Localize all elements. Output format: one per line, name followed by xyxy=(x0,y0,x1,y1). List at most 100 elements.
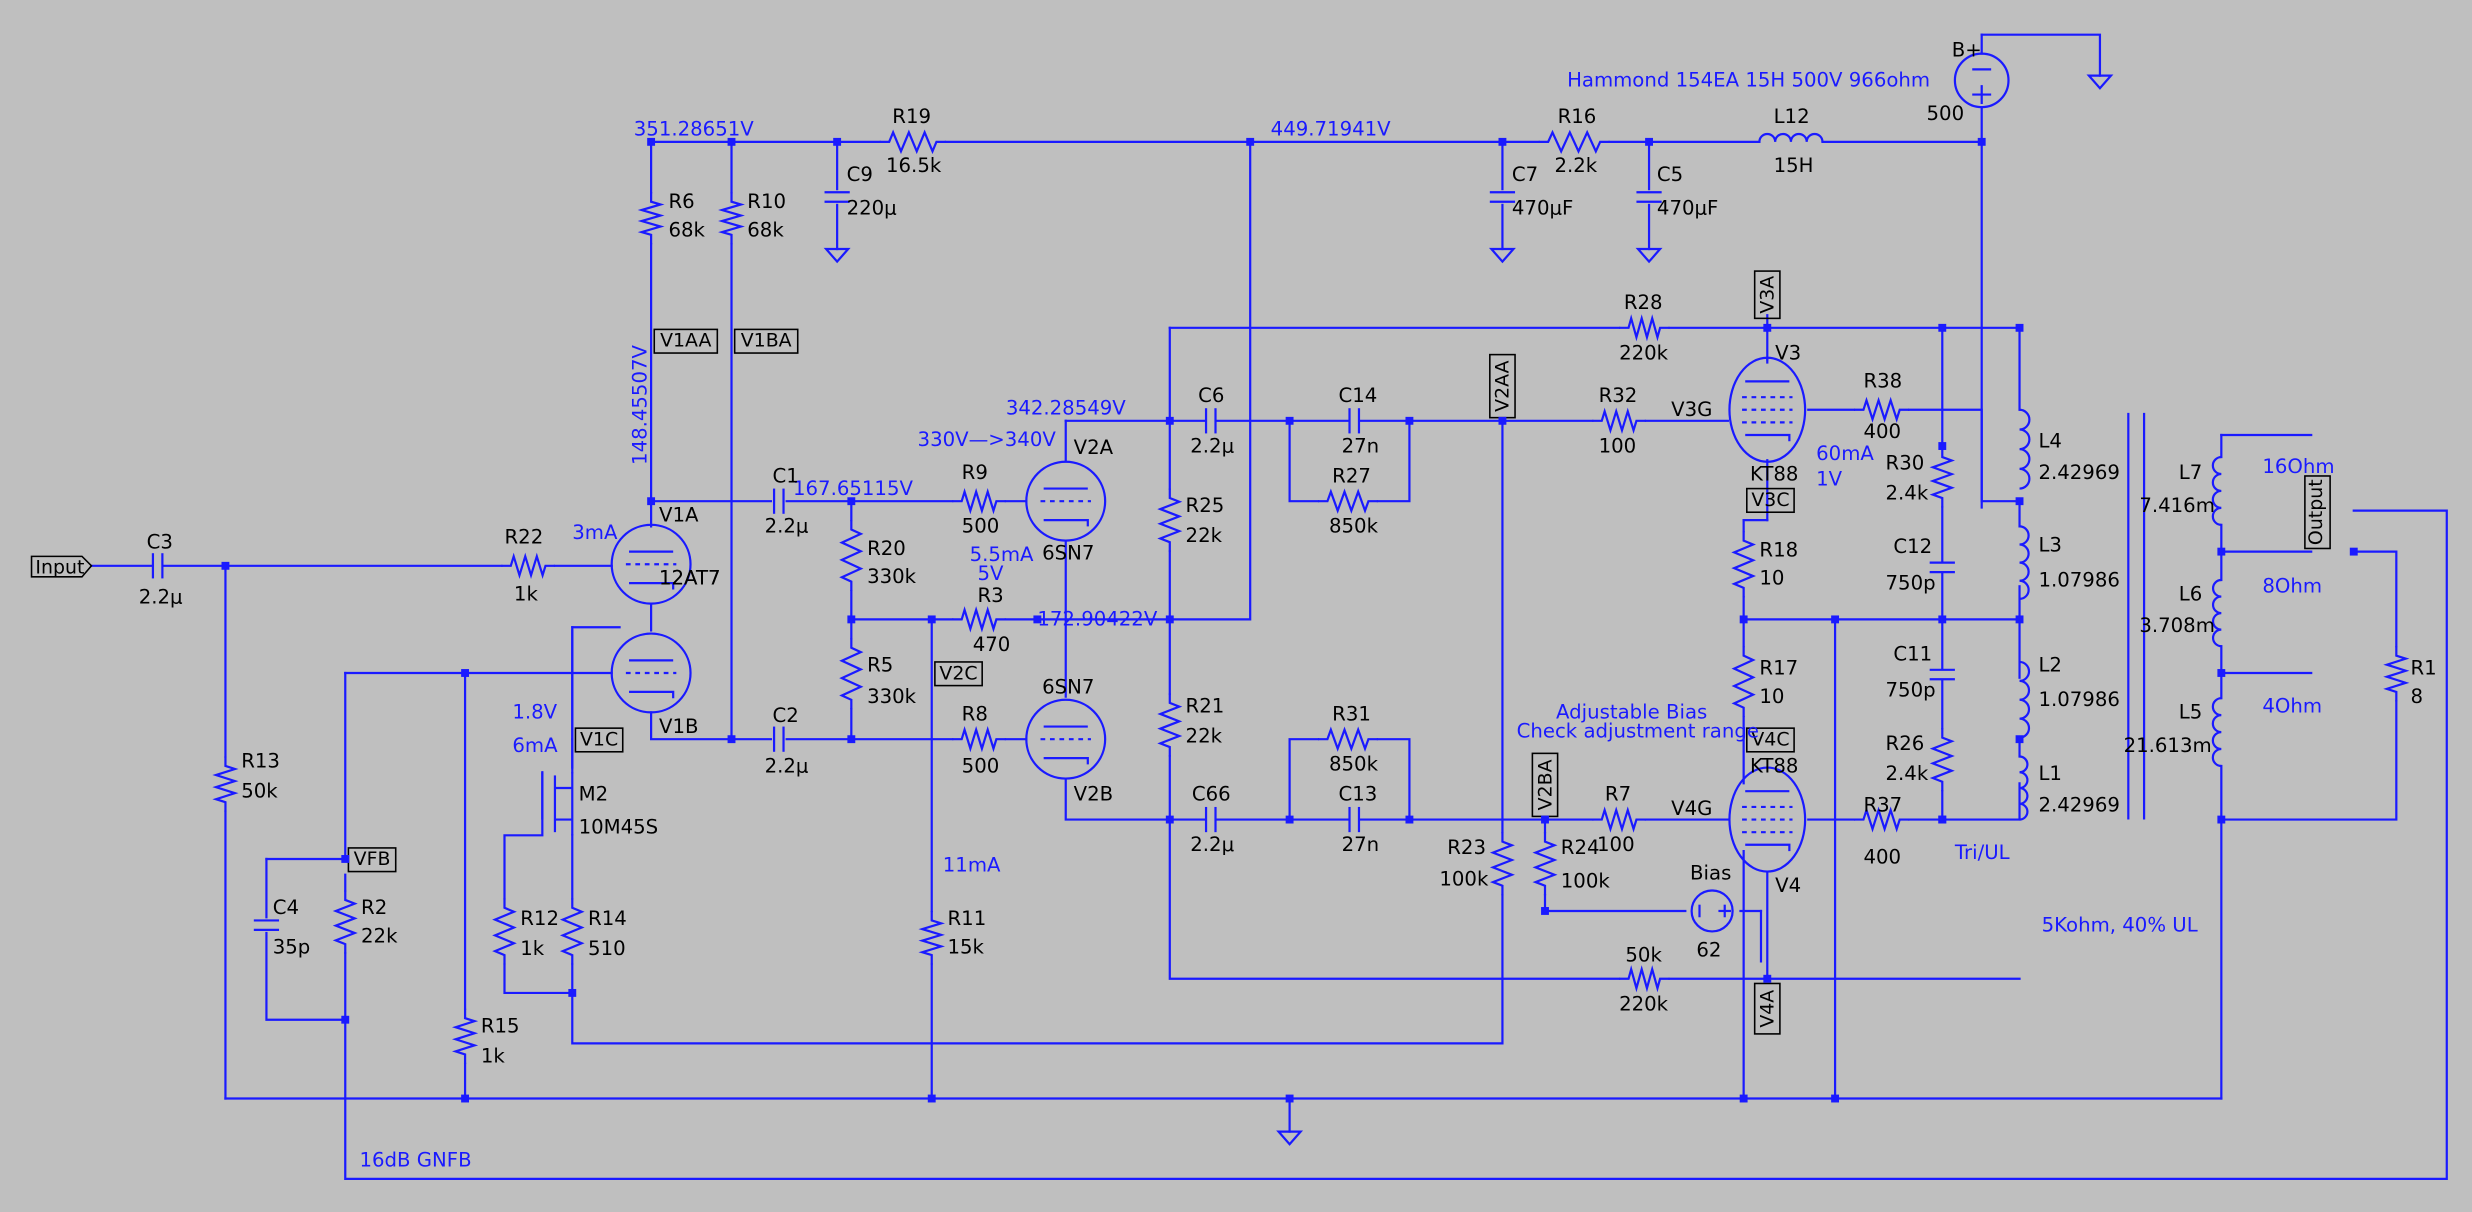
v3-tube xyxy=(1728,356,1807,463)
r17-name: R17 xyxy=(1759,657,1798,680)
voltage-target: 330V—>340V xyxy=(918,428,1057,451)
wire xyxy=(1668,326,2021,411)
v2a-triode-cathode xyxy=(1043,519,1089,527)
v2a-value: 6SN7 xyxy=(1042,542,1094,565)
l4-name: L4 xyxy=(2038,430,2062,453)
net-v2ba: V2BA xyxy=(1534,759,1556,810)
r10-name: R10 xyxy=(747,190,786,213)
wire xyxy=(1908,782,2021,821)
junction-dot xyxy=(2349,547,2358,556)
r6-value: 68k xyxy=(668,218,705,241)
note-1-8v: 1.8V xyxy=(512,701,557,724)
m2-value: 10M45S xyxy=(579,816,659,839)
bplus-source xyxy=(1953,52,2010,109)
wire xyxy=(1376,738,1411,821)
r13-name: R13 xyxy=(241,750,280,773)
junction-dot xyxy=(2217,815,2226,824)
junction-dot xyxy=(2217,669,2226,677)
note-5v: 5V xyxy=(977,562,1004,585)
note-16ohm: 16Ohm xyxy=(2262,455,2334,478)
r23-value: 100k xyxy=(1439,868,1489,891)
r3-value: 470 xyxy=(973,633,1011,656)
r1-name: R1 xyxy=(2411,657,2437,680)
v3-name: V3 xyxy=(1775,341,1801,364)
input-flag-box xyxy=(30,555,93,578)
junction-dot xyxy=(833,137,842,146)
r27-resistor xyxy=(1317,488,1378,514)
junction-dot xyxy=(1285,416,1294,425)
r11-resistor xyxy=(918,910,945,965)
net-v3g: V3G xyxy=(1671,398,1712,421)
wire xyxy=(2220,700,2398,821)
net-vfb: VFB xyxy=(354,848,391,870)
net-v1aa-box xyxy=(653,328,719,354)
c3-name: C3 xyxy=(147,530,173,553)
c13-value: 27n xyxy=(1342,833,1380,856)
v1a-triode-cathode xyxy=(629,582,675,590)
junction-dot xyxy=(1763,323,1772,332)
bias-name: Bias xyxy=(1690,861,1731,884)
note-11ma: 11mA xyxy=(943,854,1001,877)
r1-resistor xyxy=(2383,646,2410,702)
c1-name: C1 xyxy=(773,464,799,487)
net-v4a-box xyxy=(1753,982,1781,1035)
net-v1c-box xyxy=(574,727,624,753)
junction-dot xyxy=(1498,137,1507,146)
r30-resistor xyxy=(1929,447,1955,508)
voltage-172: 172.90422V xyxy=(1037,608,1157,631)
junction-dot xyxy=(647,497,656,506)
r32-value: 100 xyxy=(1599,434,1637,457)
junction-dot xyxy=(727,735,736,744)
r19-value: 16.5k xyxy=(886,154,942,177)
r22-name: R22 xyxy=(504,526,543,549)
c2-name: C2 xyxy=(773,704,799,727)
junction-dot xyxy=(1033,615,1042,624)
r3-name: R3 xyxy=(977,584,1003,607)
c13-name: C13 xyxy=(1338,783,1377,806)
r9-resistor xyxy=(952,487,1006,515)
c14-value: 27n xyxy=(1342,434,1380,457)
wire xyxy=(571,894,1504,1045)
junction-dot xyxy=(1541,815,1549,824)
l5-name: L5 xyxy=(2179,701,2203,724)
junction-dot xyxy=(2217,547,2226,556)
net-v1ba-box xyxy=(733,328,799,354)
r8-name: R8 xyxy=(962,702,988,725)
junction-dot xyxy=(221,561,230,570)
v2b-triode xyxy=(1025,698,1107,780)
note-60ma: 60mA xyxy=(1816,442,1874,465)
r32-resistor xyxy=(1592,407,1646,435)
v3-value: KT88 xyxy=(1750,463,1798,486)
wire xyxy=(1168,818,1621,980)
wire xyxy=(1288,419,1320,503)
c6-name: C6 xyxy=(1198,384,1224,407)
v2a-name: V2A xyxy=(1074,436,1114,459)
l5-inductor xyxy=(2211,697,2222,768)
note-50k: 50k xyxy=(1625,943,1662,966)
net-v3a: V3A xyxy=(1757,276,1779,314)
c5-value: 470μF xyxy=(1657,196,1718,219)
r5-name: R5 xyxy=(867,653,893,676)
junction-dot xyxy=(2015,615,2024,624)
r27-name: R27 xyxy=(1332,464,1371,487)
note-gnfb: 16dB GNFB xyxy=(359,1148,471,1171)
junction-dots xyxy=(221,137,2358,1103)
l6-value: 3.708m xyxy=(2139,614,2215,637)
r28-value: 220k xyxy=(1619,341,1669,364)
r7-name: R7 xyxy=(1605,783,1631,806)
note-tri-ul: Tri/UL xyxy=(1954,841,2010,864)
junction-dot xyxy=(1541,907,1549,915)
c9-value: 220μ xyxy=(847,196,898,219)
c4-value: 35p xyxy=(273,936,311,959)
r16-name: R16 xyxy=(1558,105,1597,128)
c1-value: 2.2μ xyxy=(765,515,809,538)
bias-source xyxy=(1690,889,1734,933)
junction-dot xyxy=(2015,497,2024,506)
c66-name: C66 xyxy=(1192,783,1231,806)
r21-resistor xyxy=(1157,693,1183,757)
r8-value: 500 xyxy=(962,754,1000,777)
junction-dot xyxy=(1405,815,1414,824)
junction-dot xyxy=(1938,323,1947,332)
